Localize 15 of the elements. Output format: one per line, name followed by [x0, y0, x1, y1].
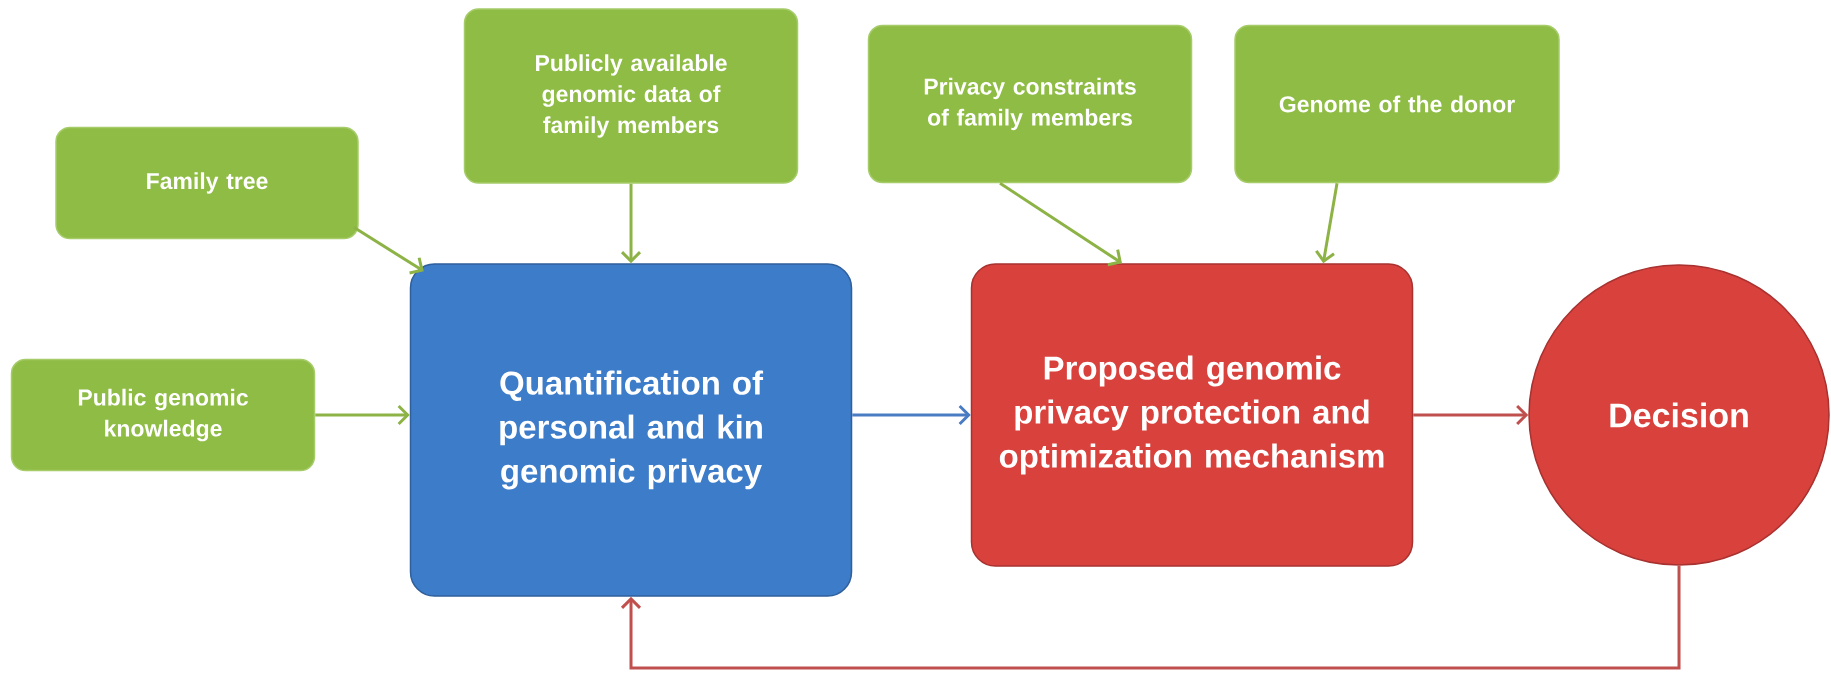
arrow: [999, 182, 1122, 267]
arrow: [620, 183, 642, 264]
arrow: [1413, 404, 1529, 426]
input-box: Genome of the donor: [1234, 24, 1560, 184]
arrow: [315, 404, 410, 426]
input-box: Privacy constraints of family members: [867, 24, 1193, 184]
process-box: Proposed genomic privacy protection and optimization mechanism: [970, 263, 1414, 567]
process-box: Quantification of personal and kin genomic privacy: [409, 263, 853, 597]
input-box: Publicly available genomic data of family members: [463, 8, 799, 184]
arrow: [352, 226, 424, 275]
arrow: [620, 565, 1681, 670]
input-box: Public genomic knowledge: [10, 358, 316, 472]
arrow: [1315, 183, 1339, 264]
input-box: Family tree: [55, 126, 359, 240]
arrow: [852, 404, 971, 426]
